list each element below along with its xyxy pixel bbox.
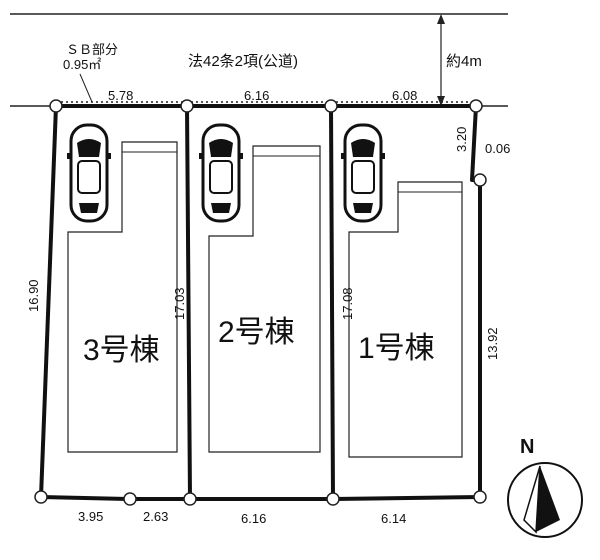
setback-label-line2: 0.95㎡ — [63, 57, 101, 72]
dim-bottom-lot3b: 2.63 — [143, 509, 168, 524]
compass-needle-dark — [536, 466, 560, 532]
dim-top-lot3: 5.78 — [108, 88, 133, 103]
dim-left-lot3: 16.90 — [26, 279, 41, 312]
corner-markers — [34, 99, 487, 506]
car-icon — [67, 123, 111, 223]
dim-right-jog: 0.06 — [485, 141, 510, 156]
dim-bottom-lot3a: 3.95 — [78, 509, 103, 524]
dim-top-lot2: 6.16 — [244, 88, 269, 103]
dim-right-lower: 13.92 — [485, 327, 500, 360]
road-label: 法42条2項(公道) — [188, 53, 298, 70]
dim-divider-2-1: 17.08 — [340, 287, 355, 320]
building-1-label: 1号棟 — [358, 332, 435, 365]
road-width-arrow — [437, 14, 445, 106]
building-2-footprint — [208, 145, 321, 453]
road-width-label: 約4m — [446, 53, 482, 70]
dim-divider-3-2: 17.03 — [172, 287, 187, 320]
building-1-footprint — [348, 181, 463, 458]
dim-bottom-lot1: 6.14 — [381, 511, 406, 526]
lot-divider-2-1 — [329, 105, 335, 500]
compass-needle-light — [523, 465, 541, 534]
building-3-label: 3号棟 — [83, 334, 160, 367]
lot-divider-3-2 — [185, 105, 192, 500]
car-icon — [199, 123, 243, 223]
setback-label-line1: ＳＢ部分 — [66, 42, 118, 57]
compass: N — [507, 436, 583, 538]
building-3-footprint — [67, 141, 178, 453]
parcel-boundary — [39, 104, 482, 501]
dim-top-lot1: 6.08 — [392, 88, 417, 103]
compass-north-label: N — [520, 436, 534, 458]
dim-bottom-lot2: 6.16 — [241, 511, 266, 526]
building-2-label: 2号棟 — [218, 316, 295, 349]
car-icon — [341, 123, 385, 223]
setback-leader — [79, 73, 93, 103]
dim-right-upper: 3.20 — [454, 127, 469, 152]
